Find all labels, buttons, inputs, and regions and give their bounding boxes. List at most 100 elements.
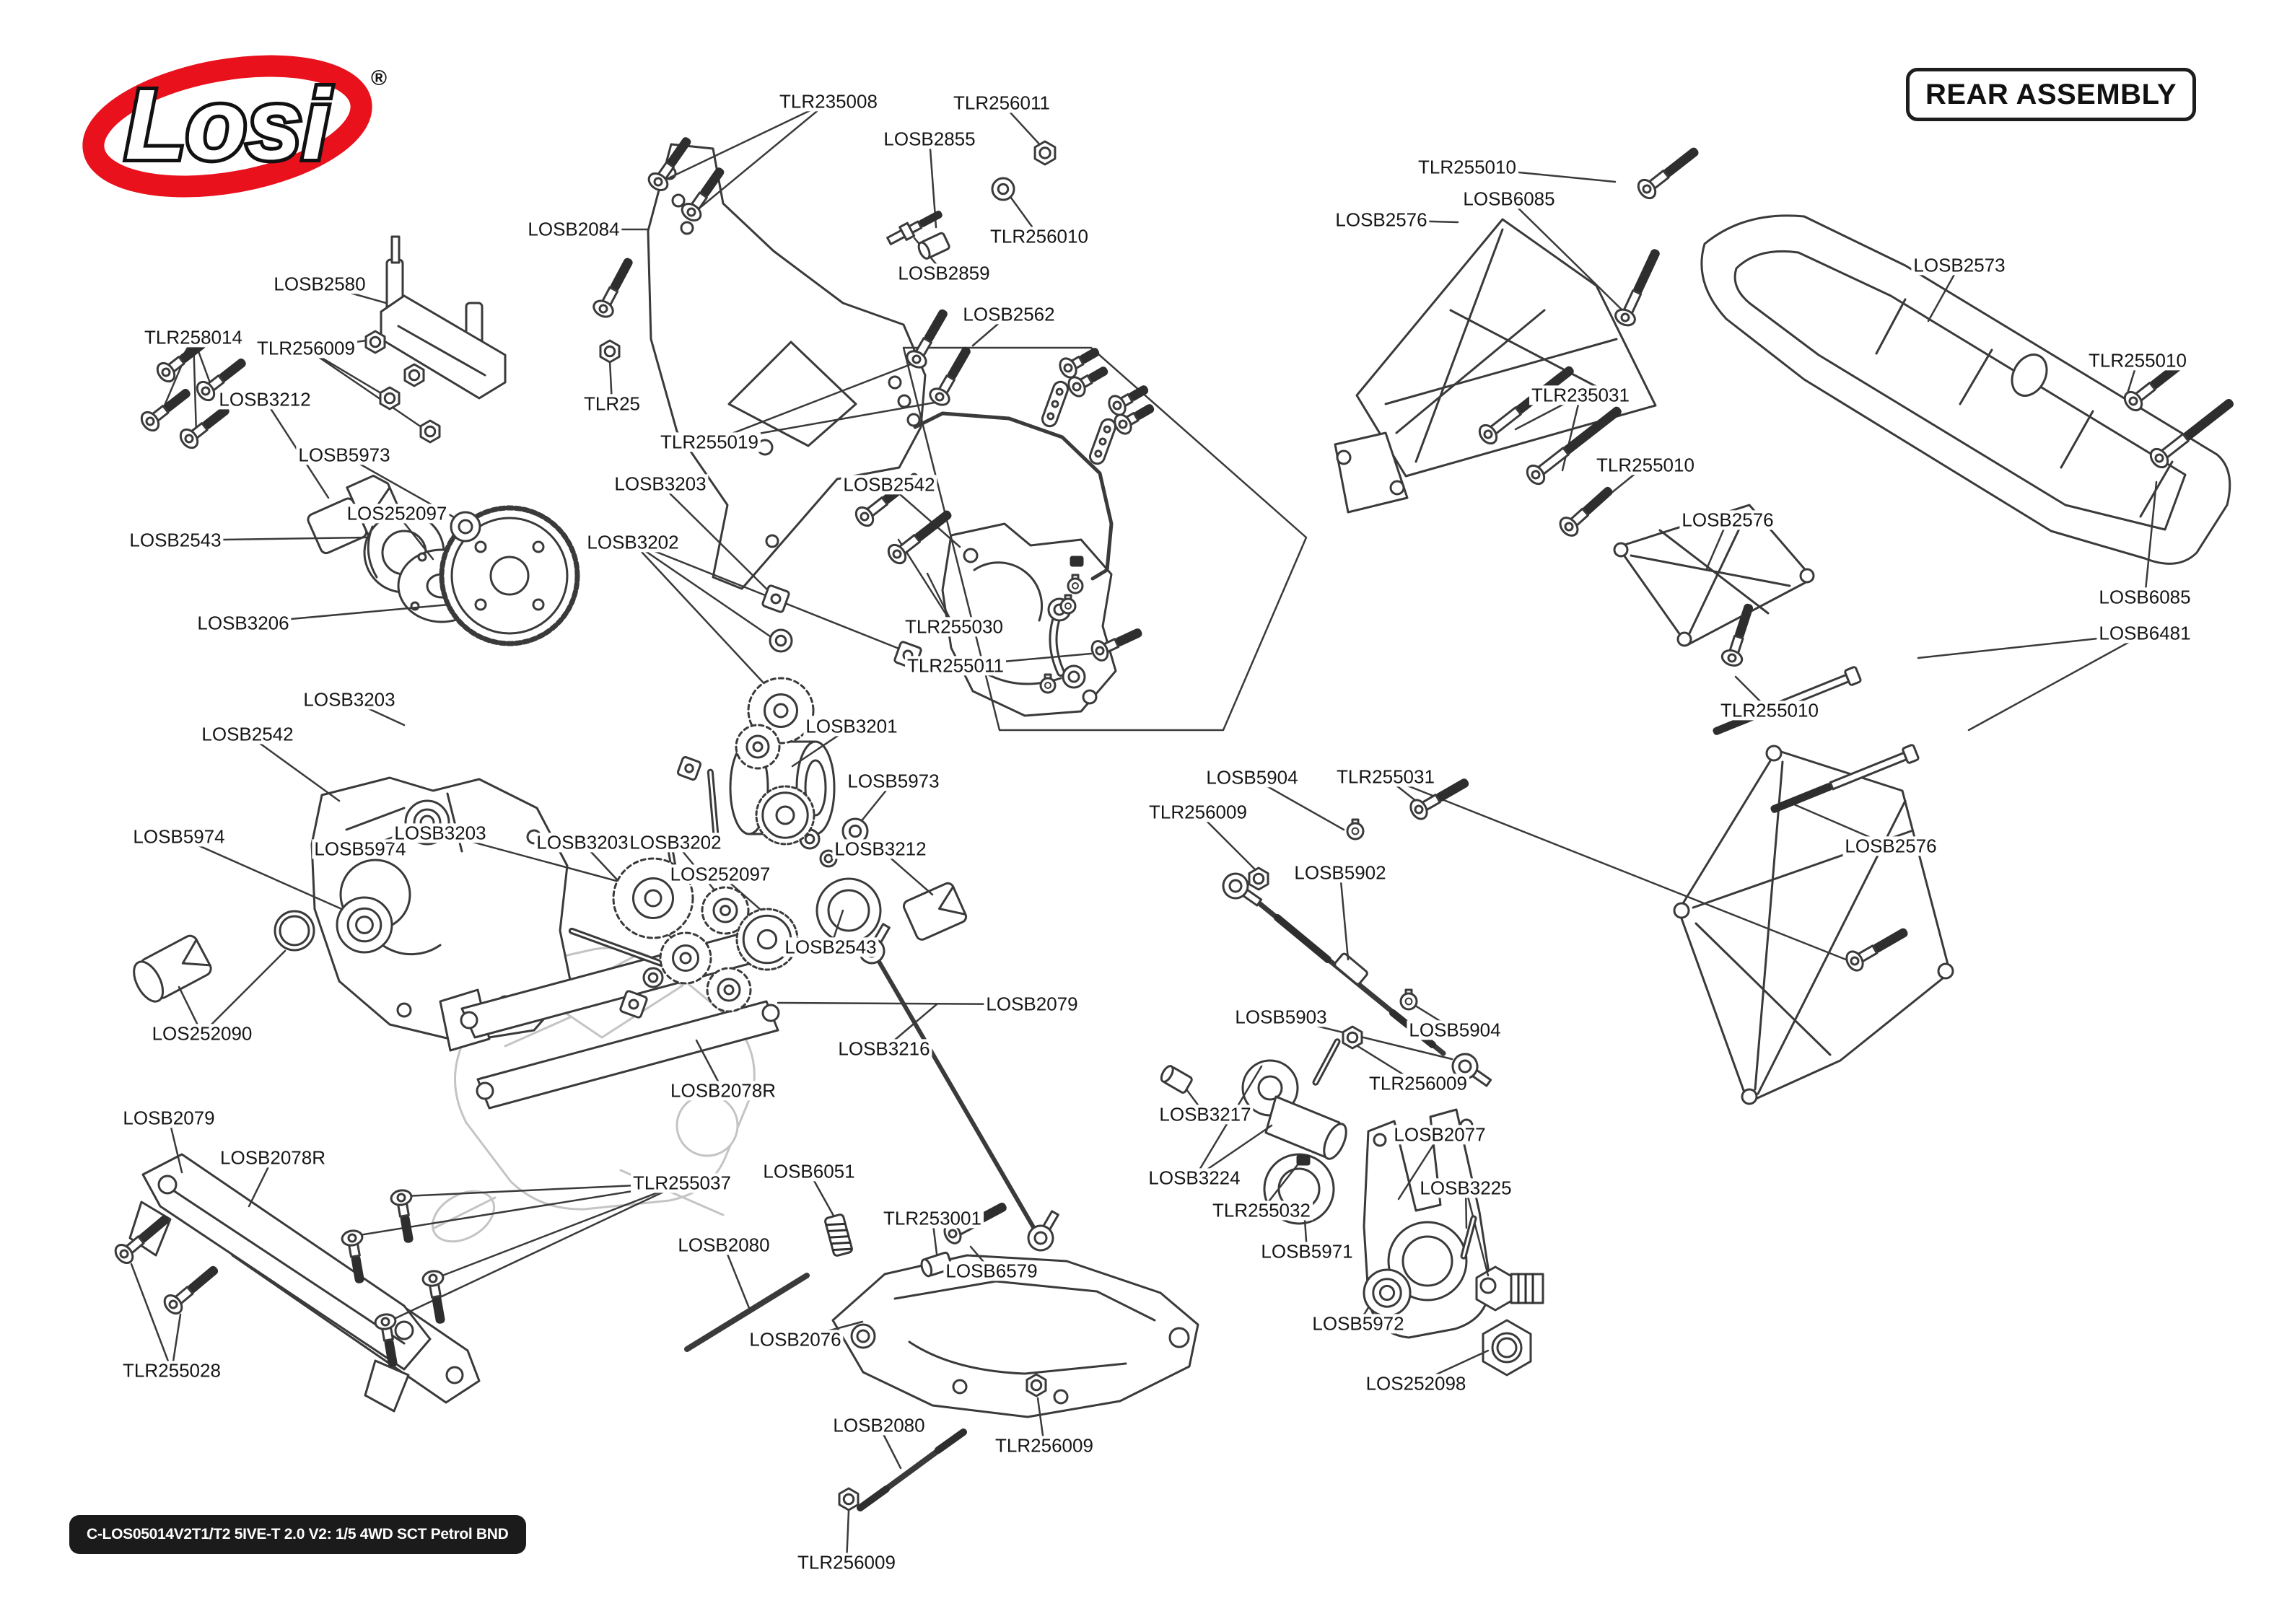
part-label: LOSB3203 <box>301 690 398 710</box>
part-label: LOSB3216 <box>836 1039 932 1059</box>
part-label: LOSB5903 <box>1233 1007 1329 1027</box>
bolt-part <box>1770 744 1920 813</box>
part-label: LOSB5973 <box>296 445 393 465</box>
screw-part <box>1090 628 1142 662</box>
part-label: LOSB6085 <box>2096 587 2193 607</box>
pin-part <box>1460 1215 1477 1260</box>
screw-part <box>1614 249 1660 327</box>
part-label: LOSB6579 <box>943 1261 1040 1281</box>
part-label: TLR256011 <box>951 93 1052 113</box>
screw-part <box>1559 486 1613 537</box>
bevel-part <box>706 967 752 1013</box>
outdrive-cup <box>133 934 212 1003</box>
nut-part <box>1248 866 1269 891</box>
gear-part <box>755 785 815 846</box>
bearing-part <box>336 896 393 954</box>
part-label: LOSB2079 <box>984 994 1080 1014</box>
camber-link-rod <box>874 954 1038 1234</box>
bushing-part <box>1160 1065 1193 1094</box>
screw-part <box>2149 398 2234 469</box>
part-label: LOSB2078R <box>218 1148 328 1168</box>
rodend-part <box>1451 1053 1492 1087</box>
part-label: TLR25 <box>581 394 643 414</box>
part-label: LOSB3217 <box>1157 1105 1254 1125</box>
screw-part <box>1526 406 1622 486</box>
part-label: LOSB6051 <box>761 1162 857 1182</box>
part-label: TLR255028 <box>121 1361 223 1381</box>
nut-part <box>838 1487 860 1511</box>
part-label: TLR255019 <box>658 432 761 452</box>
screw-part <box>1845 928 1908 972</box>
screw-part <box>647 137 691 191</box>
part-label: LOSB2542 <box>199 724 296 745</box>
part-label: TLR258014 <box>142 328 245 348</box>
ball-part <box>1059 594 1077 615</box>
nut-part <box>403 363 425 387</box>
nut-part <box>1026 1373 1047 1397</box>
screw-part <box>196 358 246 402</box>
diff-cup-lower <box>815 877 882 944</box>
nut-part <box>419 419 441 444</box>
part-label: TLR235031 <box>1529 385 1632 405</box>
screw-part <box>140 388 191 432</box>
part-label: TLR256009 <box>993 1436 1096 1456</box>
part-label: LOSB2573 <box>1911 255 2008 276</box>
part-label: LOSB5902 <box>1292 863 1389 883</box>
bumper-truss-top <box>1334 218 1657 514</box>
logo-swoosh <box>82 55 372 198</box>
part-label: LOSB2543 <box>782 937 879 957</box>
page-title: REAR ASSEMBLY <box>1906 68 2196 121</box>
part-label: LOSB5974 <box>131 827 227 847</box>
ball-part <box>1346 818 1365 840</box>
page-title-text: REAR ASSEMBLY <box>1925 78 2177 110</box>
part-label: LOSB3202 <box>585 532 681 553</box>
screw-part <box>421 1270 445 1324</box>
screw-part <box>681 167 725 221</box>
part-label: TLR256009 <box>795 1553 898 1573</box>
bearing-part <box>1363 1268 1412 1317</box>
part-label: LOSB5904 <box>1407 1020 1503 1040</box>
part-label: LOSB2543 <box>127 530 224 550</box>
part-label: TLR255030 <box>903 617 1005 637</box>
part-label: LOSB6085 <box>1461 189 1557 209</box>
part-label: LOSB3202 <box>627 833 724 853</box>
part-label: TLR255032 <box>1210 1201 1313 1221</box>
part-label: LOSB2077 <box>1391 1125 1488 1145</box>
set-part <box>1070 556 1084 567</box>
axle-nut <box>1482 1319 1532 1377</box>
part-label: LOSB3225 <box>1417 1178 1514 1198</box>
part-label: LOSB3206 <box>195 613 292 633</box>
footer-code-text: C-LOS05014V2T1/T2 5IVE-T 2.0 V2: 1/5 4WD… <box>87 1526 509 1542</box>
part-label: LOSB5971 <box>1259 1242 1355 1262</box>
part-label: LOS252098 <box>1363 1374 1469 1394</box>
logo-text: Losi <box>125 69 331 180</box>
part-label: LOSB2855 <box>881 129 978 149</box>
nut-part <box>1033 140 1057 166</box>
part-label: TLR256009 <box>1147 802 1249 822</box>
screw-part <box>1637 147 1699 200</box>
part-label: LOSB2580 <box>271 274 368 294</box>
part-label: TLR255010 <box>2086 351 2189 371</box>
pin-part <box>1312 1038 1341 1086</box>
part-label: LOSB2084 <box>525 219 622 240</box>
nut-part <box>364 330 386 354</box>
part-label: TLR255010 <box>1718 701 1821 721</box>
axle-hex-bushing <box>1475 1265 1544 1312</box>
sway-bar <box>913 411 1114 581</box>
part-label: LOSB5973 <box>845 771 942 791</box>
screw-part <box>906 309 948 369</box>
rodend-part <box>1027 1210 1059 1252</box>
part-label: TLR255031 <box>1334 767 1437 787</box>
screw-part <box>929 346 971 406</box>
part-label: LOSB2080 <box>831 1415 927 1436</box>
part-label: TLR256010 <box>988 227 1090 247</box>
part-label: LOSB3212 <box>832 839 929 859</box>
part-label: LOSB2576 <box>1842 836 1939 856</box>
washer-part <box>450 511 481 543</box>
part-label: LOSB2079 <box>121 1108 217 1128</box>
bevel-part <box>701 886 750 935</box>
part-label: TLR255010 <box>1594 455 1697 475</box>
screw-part <box>156 339 206 383</box>
part-label: LOSB2542 <box>841 475 937 495</box>
